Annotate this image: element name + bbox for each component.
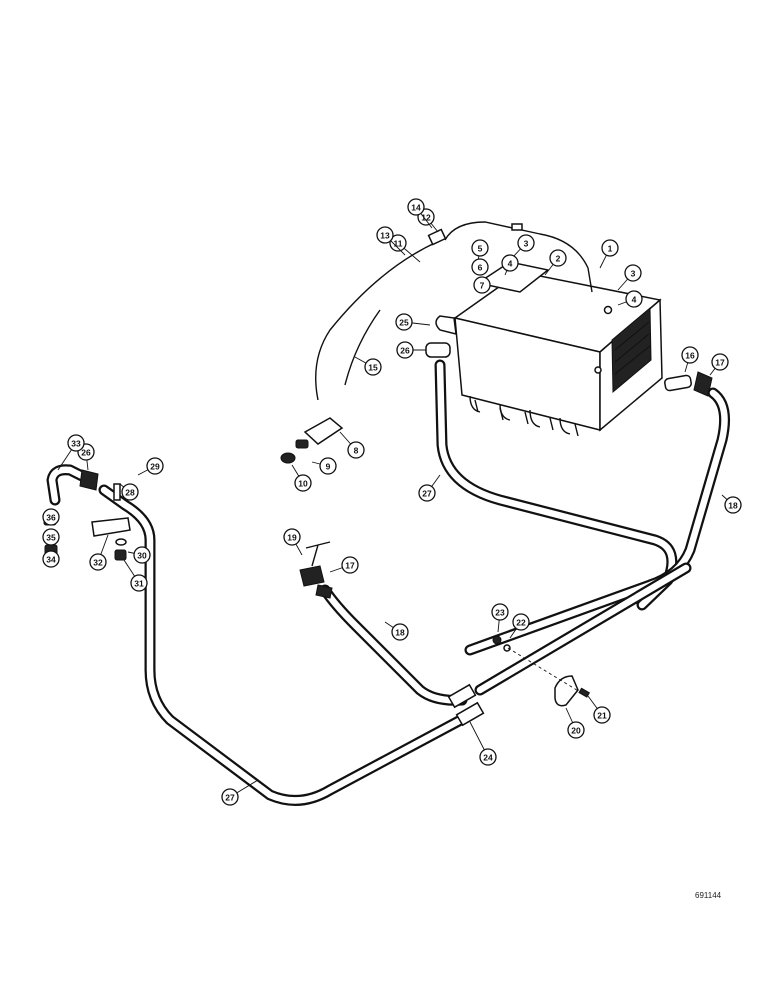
callout-number: 8	[354, 446, 359, 456]
callout-number: 31	[134, 579, 144, 589]
callout-14: 14	[407, 198, 433, 229]
callout-5: 5	[471, 239, 489, 263]
callout-number: 12	[421, 213, 431, 223]
callout-number: 22	[516, 618, 526, 628]
callout-17: 17	[709, 353, 729, 376]
callout-number: 17	[715, 358, 725, 368]
callout-number: 5	[478, 244, 483, 254]
callout-number: 3	[524, 239, 529, 249]
callout-13: 13	[376, 226, 406, 256]
callout-29: 29	[137, 457, 164, 476]
callout-35: 35	[42, 528, 60, 546]
callout-number: 6	[478, 263, 483, 273]
callout-number: 26	[400, 346, 410, 356]
callout-number: 11	[394, 239, 403, 249]
callout-number: 2	[556, 254, 561, 264]
callout-24: 24	[469, 721, 497, 766]
shutoff-valve-19	[299, 541, 333, 599]
callout-20: 20	[565, 707, 585, 739]
callout-number: 4	[632, 295, 637, 305]
callout-18: 18	[721, 494, 742, 514]
callout-4: 4	[501, 254, 519, 276]
hose-18-mid	[319, 584, 468, 706]
callout-number: 34	[46, 555, 56, 565]
callout-number: 4	[508, 259, 513, 269]
callout-23: 23	[491, 603, 509, 633]
callout-number: 28	[125, 488, 135, 498]
callout-number: 27	[225, 793, 235, 803]
callout-number: 19	[287, 533, 297, 543]
callout-7: 7	[473, 276, 491, 294]
callout-36: 36	[42, 508, 60, 526]
callout-number: 27	[422, 489, 432, 499]
callout-number: 3	[631, 269, 636, 279]
callout-number: 15	[368, 363, 378, 373]
callout-number: 13	[380, 231, 390, 241]
callout-number: 10	[298, 479, 308, 489]
callout-number: 21	[597, 711, 607, 721]
callout-number: 7	[480, 281, 485, 291]
callout-28: 28	[119, 483, 139, 501]
callout-19: 19	[283, 528, 303, 556]
callout-10: 10	[291, 464, 312, 492]
callout-27: 27	[418, 474, 441, 502]
callout-number: 17	[345, 561, 355, 571]
callout-number: 18	[728, 501, 738, 511]
callout-32: 32	[89, 534, 109, 571]
control-cable	[315, 221, 593, 401]
callout-number: 32	[93, 558, 103, 568]
callout-17: 17	[329, 556, 359, 574]
figure-id: 691144	[695, 891, 722, 900]
callout-8: 8	[339, 431, 365, 459]
callout-number: 36	[46, 513, 56, 523]
callout-number: 23	[495, 608, 505, 618]
callout-22: 22	[509, 613, 530, 639]
callout-number: 30	[137, 551, 147, 561]
callout-1: 1	[599, 239, 619, 269]
part-callouts: 1233445678910111213141516171727181819202…	[42, 198, 742, 806]
callout-30: 30	[127, 546, 151, 564]
heater-core-box	[425, 261, 713, 437]
hose-coupler-24	[447, 683, 485, 727]
callout-number: 24	[483, 753, 493, 763]
callout-number: 14	[411, 203, 421, 213]
callout-number: 18	[395, 628, 405, 638]
hose-bracket-20	[492, 635, 591, 707]
callout-number: 16	[685, 351, 695, 361]
callout-21: 21	[587, 695, 611, 724]
callout-15: 15	[354, 356, 382, 376]
callout-11: 11	[389, 234, 421, 263]
callout-number: 26	[81, 448, 91, 458]
callout-number: 35	[46, 533, 56, 543]
callout-18: 18	[384, 621, 409, 641]
callout-number: 29	[150, 462, 160, 472]
callout-9: 9	[311, 457, 337, 475]
callout-16: 16	[681, 346, 699, 373]
callout-26: 26	[396, 341, 426, 359]
callout-number: 20	[571, 726, 581, 736]
callout-2: 2	[544, 249, 567, 276]
callout-3: 3	[511, 234, 535, 259]
callout-3: 3	[617, 264, 642, 291]
callout-31: 31	[123, 559, 148, 592]
callout-27: 27	[221, 779, 259, 806]
callout-6: 6	[471, 258, 489, 276]
callout-33: 33	[57, 434, 85, 471]
callout-4: 4	[617, 290, 643, 308]
callout-25: 25	[395, 313, 431, 331]
callout-34: 34	[42, 550, 60, 568]
heater-grille	[611, 306, 652, 394]
callout-number: 25	[399, 318, 409, 328]
callout-number: 9	[326, 462, 331, 472]
callout-number: 1	[608, 244, 613, 254]
control-valve	[280, 417, 344, 464]
callout-number: 33	[71, 439, 81, 449]
